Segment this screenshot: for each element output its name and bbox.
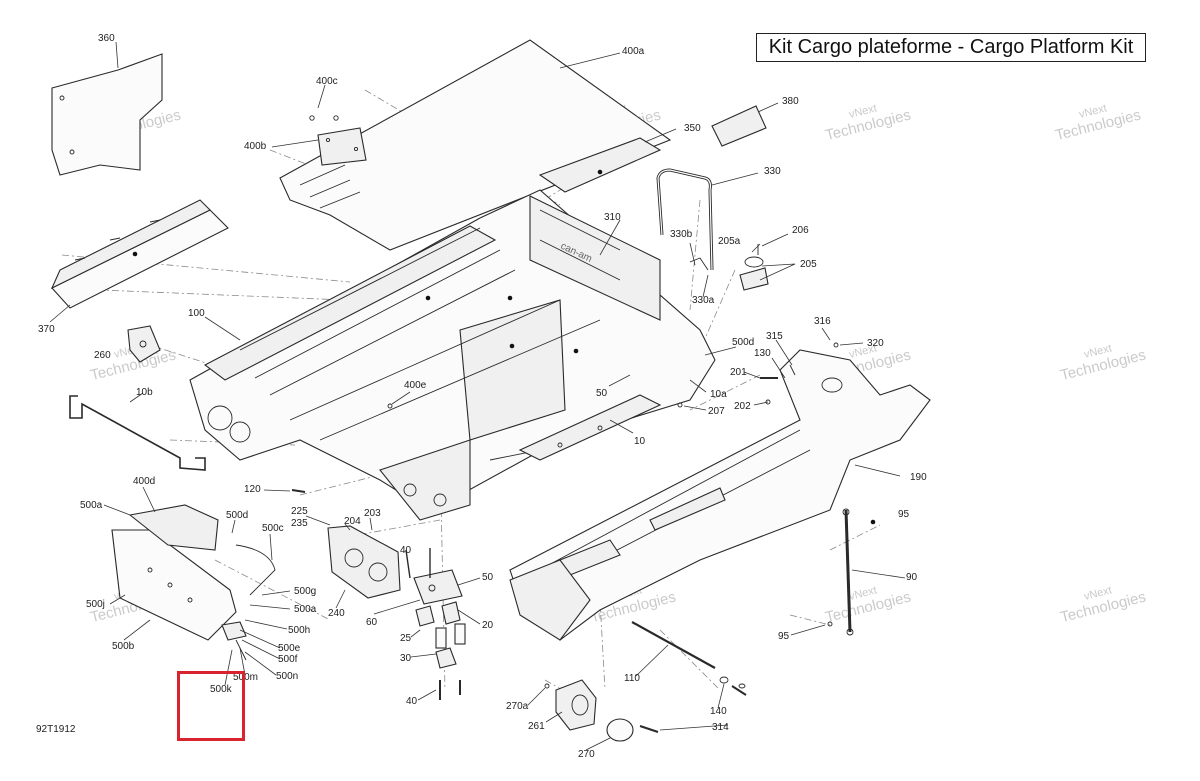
callout-label: 316 <box>814 316 831 327</box>
leader-lines <box>49 41 906 751</box>
callout-label: 500c <box>262 523 284 534</box>
callout-label: 400d <box>133 476 155 487</box>
callout-label: 25 <box>400 633 412 644</box>
callout-label: 240 <box>328 608 345 619</box>
callout-label: 120 <box>244 484 261 495</box>
callout-label: 95 <box>898 509 910 520</box>
callout-label: 330b <box>670 229 693 240</box>
callout-label: 500h <box>288 625 310 636</box>
callout-label: 330 <box>764 166 781 177</box>
part-400a-deck-top <box>279 39 672 251</box>
callout-label: 260 <box>94 350 111 361</box>
part-350-cover <box>538 137 662 193</box>
callout-label: 100 <box>188 308 205 319</box>
callout-label: 206 <box>792 225 809 236</box>
part-190-right-rail <box>509 349 931 641</box>
callout-label: 500k <box>210 684 233 695</box>
callout-label: 500m <box>233 672 258 683</box>
callout-label: 130 <box>754 348 771 359</box>
callout-label: 380 <box>782 96 799 107</box>
part-110-rod <box>631 621 716 669</box>
part-140-washer <box>719 676 747 696</box>
callout-label: 400c <box>316 76 338 87</box>
callout-label: 400a <box>622 46 645 57</box>
callout-label: 60 <box>366 617 378 628</box>
callout-label: 202 <box>734 401 751 412</box>
part-261-bracket <box>544 679 659 742</box>
callout-label: 360 <box>98 33 115 44</box>
callout-label: 500a <box>80 500 103 511</box>
callout-label: 204 <box>344 516 361 527</box>
part-205-bracket <box>739 244 769 291</box>
watermark: vNext Technologies <box>1059 584 1148 626</box>
part-204-bracket <box>327 525 401 599</box>
callout-label: 500a <box>294 604 317 615</box>
callout-label: 95 <box>778 631 790 642</box>
callout-label: 205a <box>718 236 741 247</box>
part-hardware-stack <box>405 548 466 700</box>
part-100-cargo-box: can-am <box>189 189 716 521</box>
callout-label: 40 <box>400 545 412 556</box>
diagram-id: 92T1912 <box>36 724 76 735</box>
callout-label: 400e <box>404 380 427 391</box>
callout-label: 500n <box>276 671 298 682</box>
callout-label: 50 <box>596 388 608 399</box>
callout-label: 261 <box>528 721 545 732</box>
callout-label: 10b <box>136 387 153 398</box>
part-10-crossmember <box>518 394 662 461</box>
fasteners <box>291 257 839 627</box>
callout-label: 270a <box>506 701 529 712</box>
watermark: vNext Technologies <box>1054 102 1143 144</box>
part-330-handle <box>656 168 714 271</box>
callout-label: 350 <box>684 123 701 134</box>
callout-label: 225 <box>291 506 308 517</box>
callout-labels: 360 400a 400c 400b 380 350 330 330b 330a… <box>38 33 927 760</box>
callout-label: 201 <box>730 367 747 378</box>
highlight-box <box>177 671 245 741</box>
part-10b-bar <box>69 395 206 471</box>
callout-label: 500e <box>278 643 301 654</box>
callout-label: 207 <box>708 406 725 417</box>
part-360-side-panel <box>51 53 163 176</box>
callout-label: 400b <box>244 141 267 152</box>
callout-label: 500f <box>278 654 298 665</box>
part-260-bracket <box>127 325 161 363</box>
callout-label: 270 <box>578 749 595 760</box>
callout-label: 10a <box>710 389 727 400</box>
callout-label: 330a <box>692 295 715 306</box>
callout-label: 110 <box>624 673 640 684</box>
callout-label: 370 <box>38 324 55 335</box>
callout-label: 500d <box>226 510 248 521</box>
callout-label: 190 <box>910 472 927 483</box>
callout-label: 10 <box>634 436 646 447</box>
part-370-tray <box>50 199 229 309</box>
diagram-title: Kit Cargo plateforme - Cargo Platform Ki… <box>756 33 1146 62</box>
callout-label: 500g <box>294 586 316 597</box>
callout-label: 40 <box>406 696 418 707</box>
callout-label: 203 <box>364 508 381 519</box>
callout-label: 315 <box>766 331 783 342</box>
callout-label: 500d <box>732 337 754 348</box>
callout-label: 30 <box>400 653 412 664</box>
callout-label: 320 <box>867 338 884 349</box>
callout-label: 20 <box>482 620 494 631</box>
part-400b-bracket <box>309 115 367 166</box>
callout-label: 235 <box>291 518 308 529</box>
callout-label: 205 <box>800 259 817 270</box>
part-90-strut <box>842 508 876 636</box>
callout-label: 500b <box>112 641 135 652</box>
callout-label: 90 <box>906 572 918 583</box>
part-500-assembly <box>111 504 276 661</box>
part-380-cover <box>711 105 767 147</box>
callout-label: 314 <box>712 722 729 733</box>
callout-label: 140 <box>710 706 727 717</box>
callout-label: 500j <box>86 599 105 610</box>
watermark: vNext Technologies <box>824 584 913 626</box>
watermark: vNext Technologies <box>824 102 913 144</box>
watermark: vNext Technologies <box>1059 342 1148 384</box>
callout-label: 310 <box>604 212 621 223</box>
callout-label: 50 <box>482 572 494 583</box>
